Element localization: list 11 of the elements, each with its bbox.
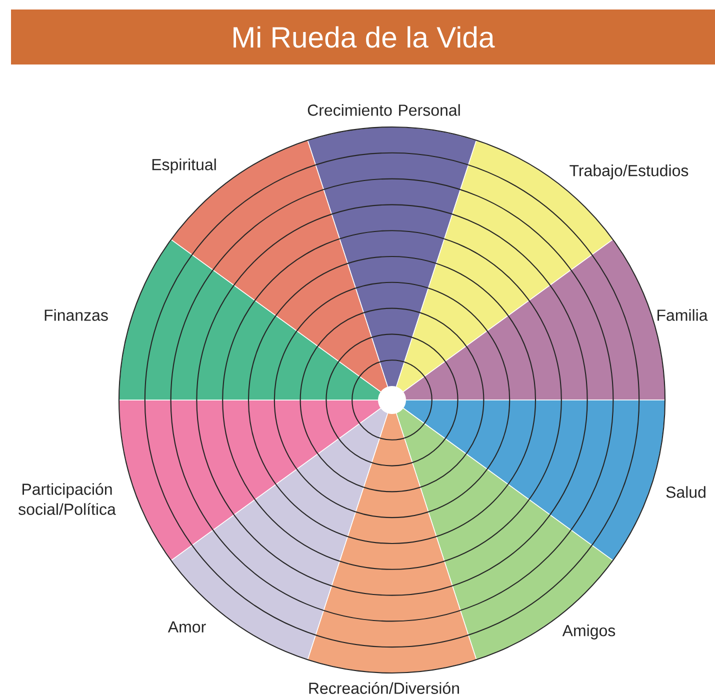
sector-label: Recreación/Diversión [309,682,459,694]
sector-label: Trabajo/Estudios [570,164,688,180]
sector-label: Salud [666,486,706,498]
sector-label: Amor [168,621,206,633]
sector-label: Participación social/Política [18,483,116,515]
sector-label: Espiritual [152,158,216,174]
title-banner: Mi Rueda de la Vida [11,10,715,64]
sector-label: Finanzas [44,309,108,321]
sector-label: Amigos [562,624,616,640]
sector-label: Familia [658,309,708,321]
sector-label: Crecimiento Personal [308,104,460,116]
